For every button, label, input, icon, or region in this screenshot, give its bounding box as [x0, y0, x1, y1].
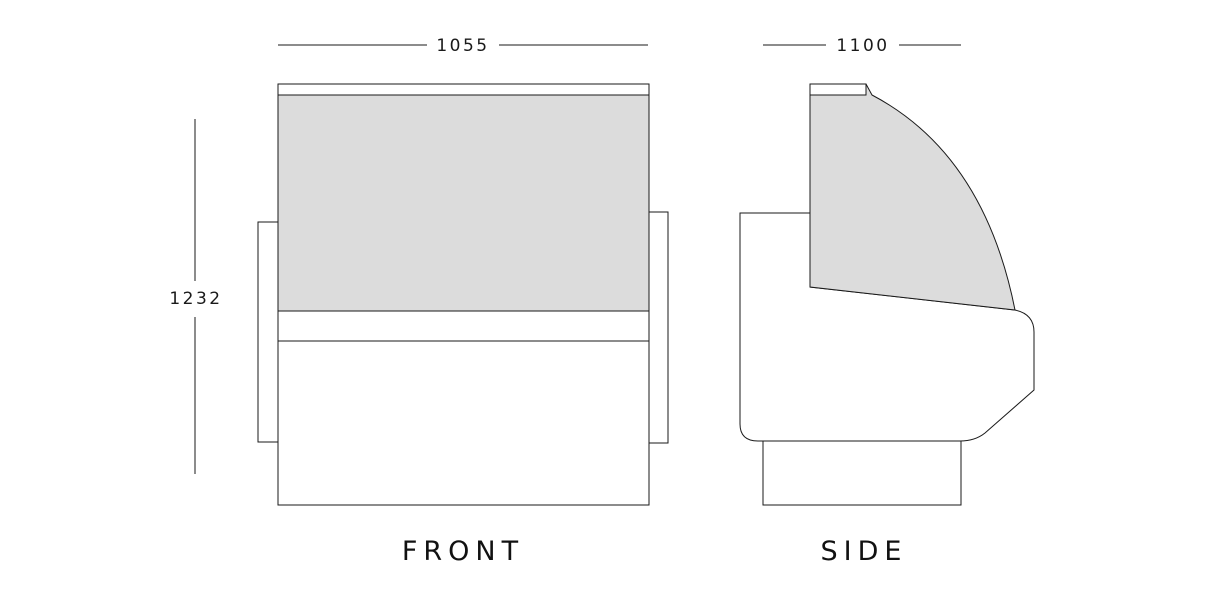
front-glass-panel — [277, 94, 650, 312]
front-view — [257, 83, 669, 506]
side-curved-glass — [809, 83, 1016, 311]
front-width-label: 1055 — [436, 36, 489, 56]
side-top-cap — [809, 83, 867, 96]
front-top-strip — [277, 83, 650, 96]
front-right-side-panel — [647, 211, 669, 444]
front-view-label: FRONT — [402, 536, 524, 567]
height-dimension: 1232 — [169, 119, 222, 474]
side-view-label: SIDE — [821, 536, 908, 567]
side-depth-label: 1100 — [836, 36, 889, 56]
front-width-dimension: 1055 — [278, 36, 648, 56]
front-base-cabinet — [277, 340, 650, 506]
side-depth-dimension: 1100 — [763, 36, 961, 56]
front-left-side-panel — [257, 221, 279, 443]
height-label: 1232 — [169, 289, 222, 309]
side-view — [739, 83, 1035, 506]
front-counter-band — [277, 310, 650, 342]
side-body — [739, 212, 1035, 442]
side-plinth — [762, 440, 962, 506]
